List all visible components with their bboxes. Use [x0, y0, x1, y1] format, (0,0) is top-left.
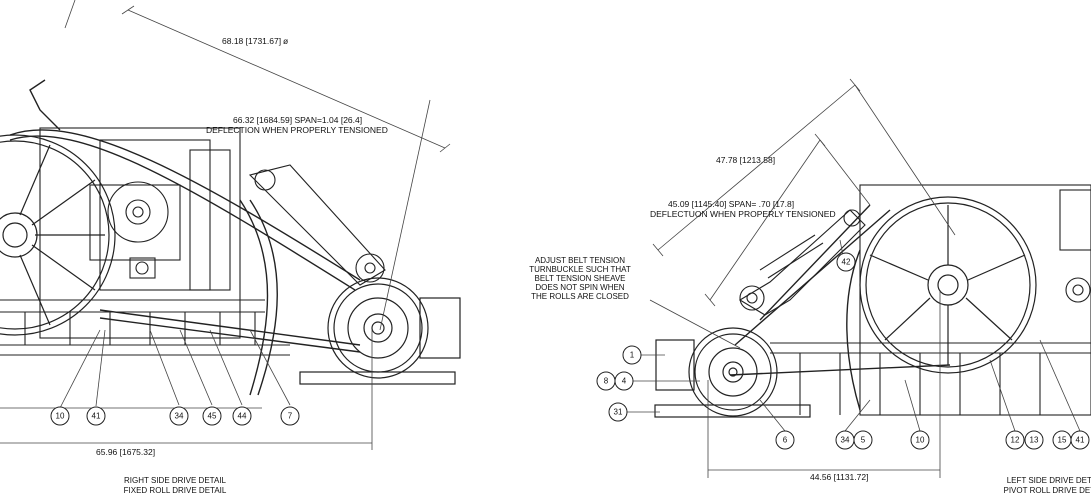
left-deflection-note: DEFLECTION WHEN PROPERLY TENSIONED [206, 125, 388, 135]
left-base-dimension: 65.96 [1675.32] [96, 447, 155, 457]
note-line-4: DOES NOT SPIN WHEN [535, 283, 624, 292]
balloon-label: 13 [1030, 436, 1039, 445]
balloon-10-left: 10 [50, 406, 70, 426]
balloon-label: 10 [916, 436, 925, 445]
balloon-5-right: 5 [853, 430, 873, 450]
note-line-3: BELT TENSION SHEAVE [535, 274, 626, 283]
right-base-dimension: 44.56 [1131.72] [810, 472, 868, 482]
left-caption-line2: FIXED ROLL DRIVE DETAIL [124, 486, 227, 495]
balloon-label: 41 [92, 412, 101, 421]
balloon-label: 4 [622, 377, 627, 386]
balloon-7-left: 7 [280, 406, 300, 426]
balloon-42-right: 42 [836, 252, 856, 272]
balloon-label: 34 [175, 412, 184, 421]
right-deflection-note: DEFLECTUON WHEN PROPERLY TENSIONED [650, 209, 836, 219]
note-line-5: THE ROLLS ARE CLOSED [531, 292, 629, 301]
balloon-label: 41 [1076, 436, 1085, 445]
balloon-label: 5 [861, 436, 866, 445]
left-overall-dimension-mark: ø [283, 36, 288, 46]
left-caption-line1: RIGHT SIDE DRIVE DETAIL [124, 476, 226, 485]
left-span-dimension: 66.32 [1684.59] SPAN=1.04 [26.4] [233, 115, 362, 125]
balloon-label: 10 [56, 412, 65, 421]
balloon-label: 42 [842, 258, 851, 267]
balloon-label: 31 [614, 408, 623, 417]
left-drive-view [0, 0, 461, 450]
left-overall-dimension: 68.18 [1731.67] [222, 36, 281, 46]
right-overall-dimension: 47.78 [1213.58] [716, 155, 775, 165]
balloon-34-right: 34 [835, 430, 855, 450]
balloon-44-left: 44 [232, 406, 252, 426]
left-balloons: 10 41 34 45 44 7 [50, 406, 300, 426]
right-balloons: 42 1 8 4 31 6 34 5 [596, 252, 1090, 450]
balloon-label: 8 [604, 377, 609, 386]
balloon-13-right: 13 [1024, 430, 1044, 450]
right-caption-line1: LEFT SIDE DRIVE DETAIL [1007, 476, 1091, 485]
balloon-34-left: 34 [169, 406, 189, 426]
note-line-1: ADJUST BELT TENSION [535, 256, 625, 265]
balloon-label: 44 [238, 412, 247, 421]
balloon-41-right: 41 [1070, 430, 1090, 450]
balloon-41-left: 41 [86, 406, 106, 426]
balloon-label: 45 [208, 412, 217, 421]
balloon-label: 7 [288, 412, 293, 421]
balloon-4-right: 4 [614, 371, 634, 391]
right-caption-line2: PIVOT ROLL DRIVE DETAIL [1004, 486, 1091, 495]
right-drive-view [627, 78, 1091, 478]
balloon-15-right: 15 [1052, 430, 1072, 450]
balloon-label: 12 [1011, 436, 1020, 445]
balloon-45-left: 45 [202, 406, 222, 426]
balloon-label: 6 [783, 436, 788, 445]
note-line-2: TURNBUCKLE SUCH THAT [529, 265, 631, 274]
right-span-dimension: 45.09 [1145.40] SPAN= .70 [17.8] [668, 199, 794, 209]
balloon-31-right: 31 [608, 402, 628, 422]
balloon-1-right: 1 [622, 345, 642, 365]
balloon-label: 34 [841, 436, 850, 445]
balloon-6-right: 6 [775, 430, 795, 450]
balloon-label: 15 [1058, 436, 1067, 445]
balloon-label: 1 [630, 351, 635, 360]
balloon-10-right: 10 [910, 430, 930, 450]
balloon-8-right: 8 [596, 371, 616, 391]
balloon-12-right: 12 [1005, 430, 1025, 450]
belt-tension-note: ADJUST BELT TENSION TURNBUCKLE SUCH THAT… [529, 256, 631, 301]
